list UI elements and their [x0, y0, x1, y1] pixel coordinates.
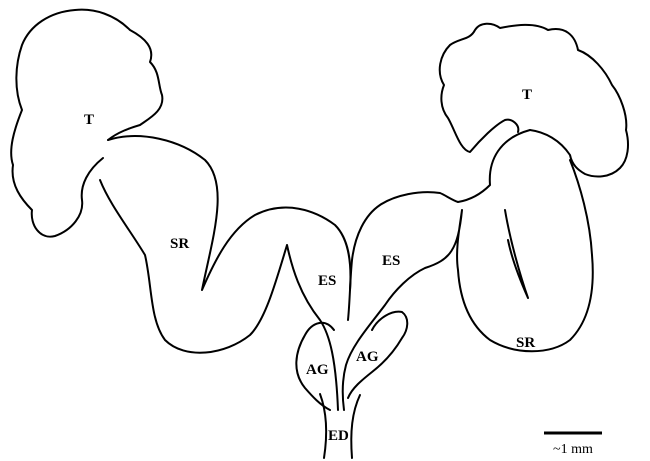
label-ag-right: AG — [356, 349, 379, 365]
label-sr-right: SR — [516, 335, 535, 351]
right-sr-fold — [504, 209, 529, 299]
ejaculatory-duct-right — [350, 394, 361, 459]
label-ag-left: AG — [306, 362, 329, 378]
label-es-left: ES — [318, 273, 336, 289]
label-sr-left: SR — [170, 236, 189, 252]
left-accessory-gland — [295, 321, 335, 411]
label-testis-right: T — [522, 87, 532, 103]
left-testis-outline — [10, 8, 164, 238]
ejaculatory-duct-left — [319, 393, 328, 459]
right-tube-outer — [347, 129, 531, 321]
label-ed: ED — [328, 428, 349, 444]
right-tube-inner — [341, 159, 594, 411]
left-tube-inner — [99, 179, 339, 411]
scale-bar-label: ~1 mm — [553, 442, 593, 457]
left-tube-outer — [107, 135, 352, 291]
label-testis-left: T — [84, 112, 94, 128]
right-testis-outline — [438, 22, 629, 178]
label-es-right: ES — [382, 253, 400, 269]
right-accessory-gland — [347, 310, 409, 399]
